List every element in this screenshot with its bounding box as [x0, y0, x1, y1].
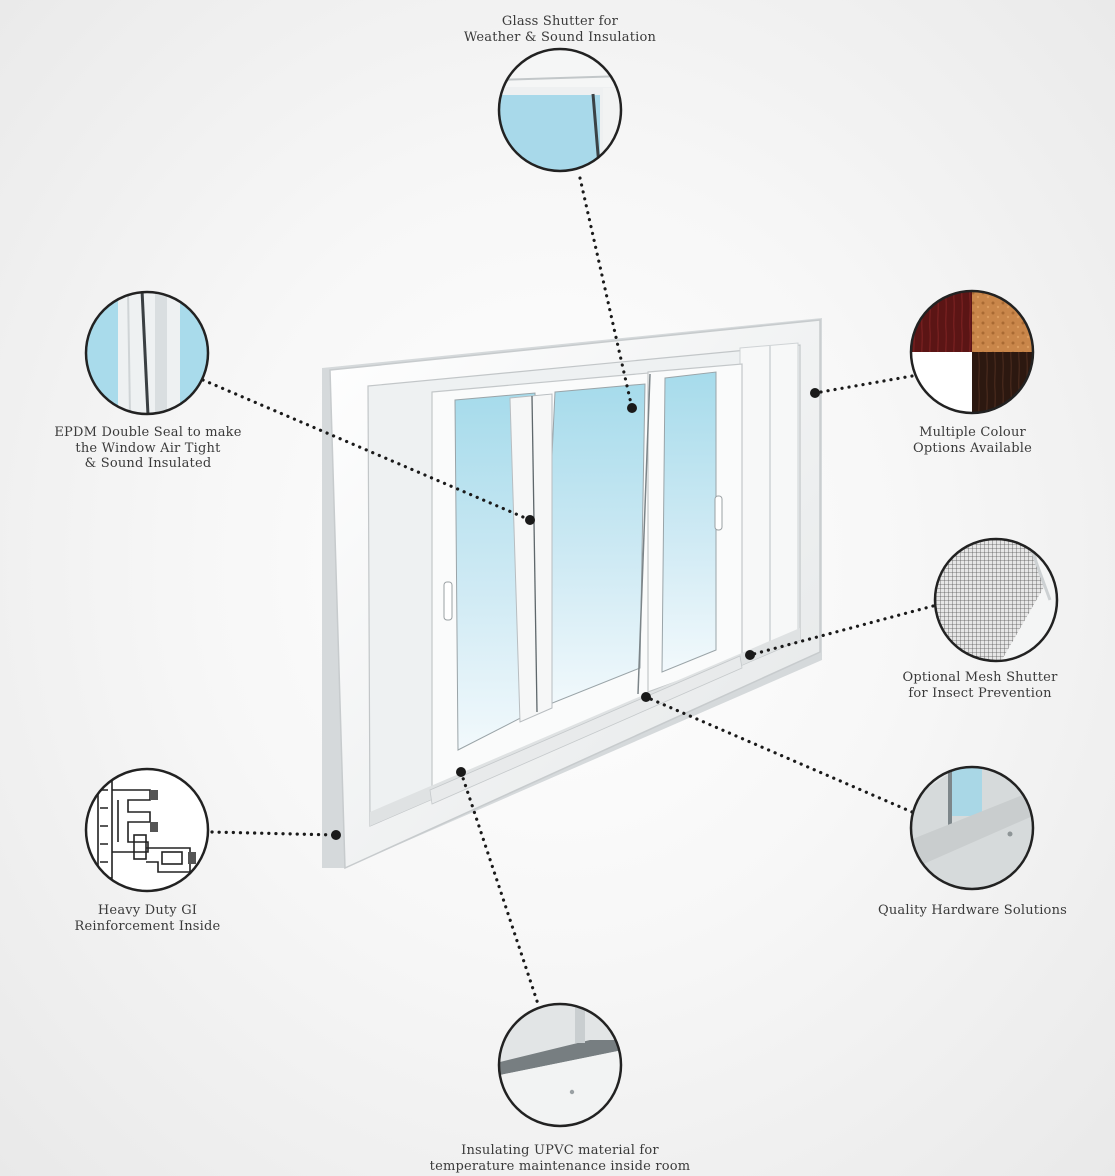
- hardware-detail-icon: [909, 765, 1035, 891]
- dot-upvc: [456, 767, 466, 777]
- label-gi-reinforcement: Heavy Duty GI Reinforcement Inside: [40, 903, 255, 934]
- right-sash-glass: [661, 371, 717, 673]
- dot-hardware: [641, 692, 651, 702]
- label-mesh-shutter: Optional Mesh Shutter for Insect Prevent…: [885, 670, 1075, 701]
- label-line: temperature maintenance inside room: [429, 1158, 691, 1174]
- dot-gi: [331, 830, 341, 840]
- label-line: Reinforcement Inside: [74, 918, 221, 934]
- sash-handle: [714, 495, 723, 531]
- leader-epdm: [201, 378, 532, 522]
- sash-handle: [443, 581, 453, 621]
- label-upvc-material: Insulating UPVC material for temperature…: [410, 1143, 710, 1174]
- window-illustration: [322, 318, 822, 870]
- seal-detail-icon: [84, 290, 210, 416]
- centre-glass: [539, 383, 646, 709]
- label-line: Heavy Duty GI: [97, 903, 198, 918]
- leader-hardware: [644, 695, 914, 814]
- label-line: & Sound Insulated: [84, 456, 212, 471]
- upvc-detail-icon: [497, 1002, 623, 1128]
- label-hardware: Quality Hardware Solutions: [870, 903, 1075, 919]
- label-line: Insulating UPVC material for: [461, 1143, 659, 1158]
- label-line: the Window Air Tight: [75, 440, 221, 456]
- leader-upvc: [459, 770, 540, 1006]
- label-line: Glass Shutter for: [501, 14, 619, 29]
- label-line: Quality Hardware Solutions: [877, 903, 1068, 918]
- dot-epdm: [525, 515, 535, 525]
- label-epdm-seal: EPDM Double Seal to make the Window Air …: [38, 425, 258, 472]
- colour-swatch-icon: [909, 289, 1035, 415]
- label-line: Options Available: [913, 440, 1032, 456]
- glass-detail-icon: [497, 47, 623, 173]
- profile-section-icon: [84, 767, 210, 893]
- dot-glass: [627, 403, 637, 413]
- label-line: for Insect Prevention: [908, 685, 1052, 701]
- label-line: EPDM Double Seal to make: [54, 425, 242, 440]
- mesh-detail-icon: [933, 537, 1059, 663]
- label-line: Multiple Colour: [919, 425, 1026, 440]
- label-glass-shutter: Glass Shutter for Weather & Sound Insula…: [440, 14, 680, 45]
- label-line: Optional Mesh Shutter: [902, 670, 1058, 685]
- leader-colour: [813, 374, 914, 395]
- label-line: Weather & Sound Insulation: [463, 29, 657, 45]
- leader-mesh: [748, 604, 935, 657]
- label-colour-options: Multiple Colour Options Available: [870, 425, 1075, 456]
- leader-dots: [331, 388, 820, 840]
- leader-gi: [210, 830, 338, 837]
- dot-mesh: [745, 650, 755, 660]
- interlock-mullion: [509, 393, 553, 723]
- leader-lines: [201, 176, 935, 1006]
- dot-colour: [810, 388, 820, 398]
